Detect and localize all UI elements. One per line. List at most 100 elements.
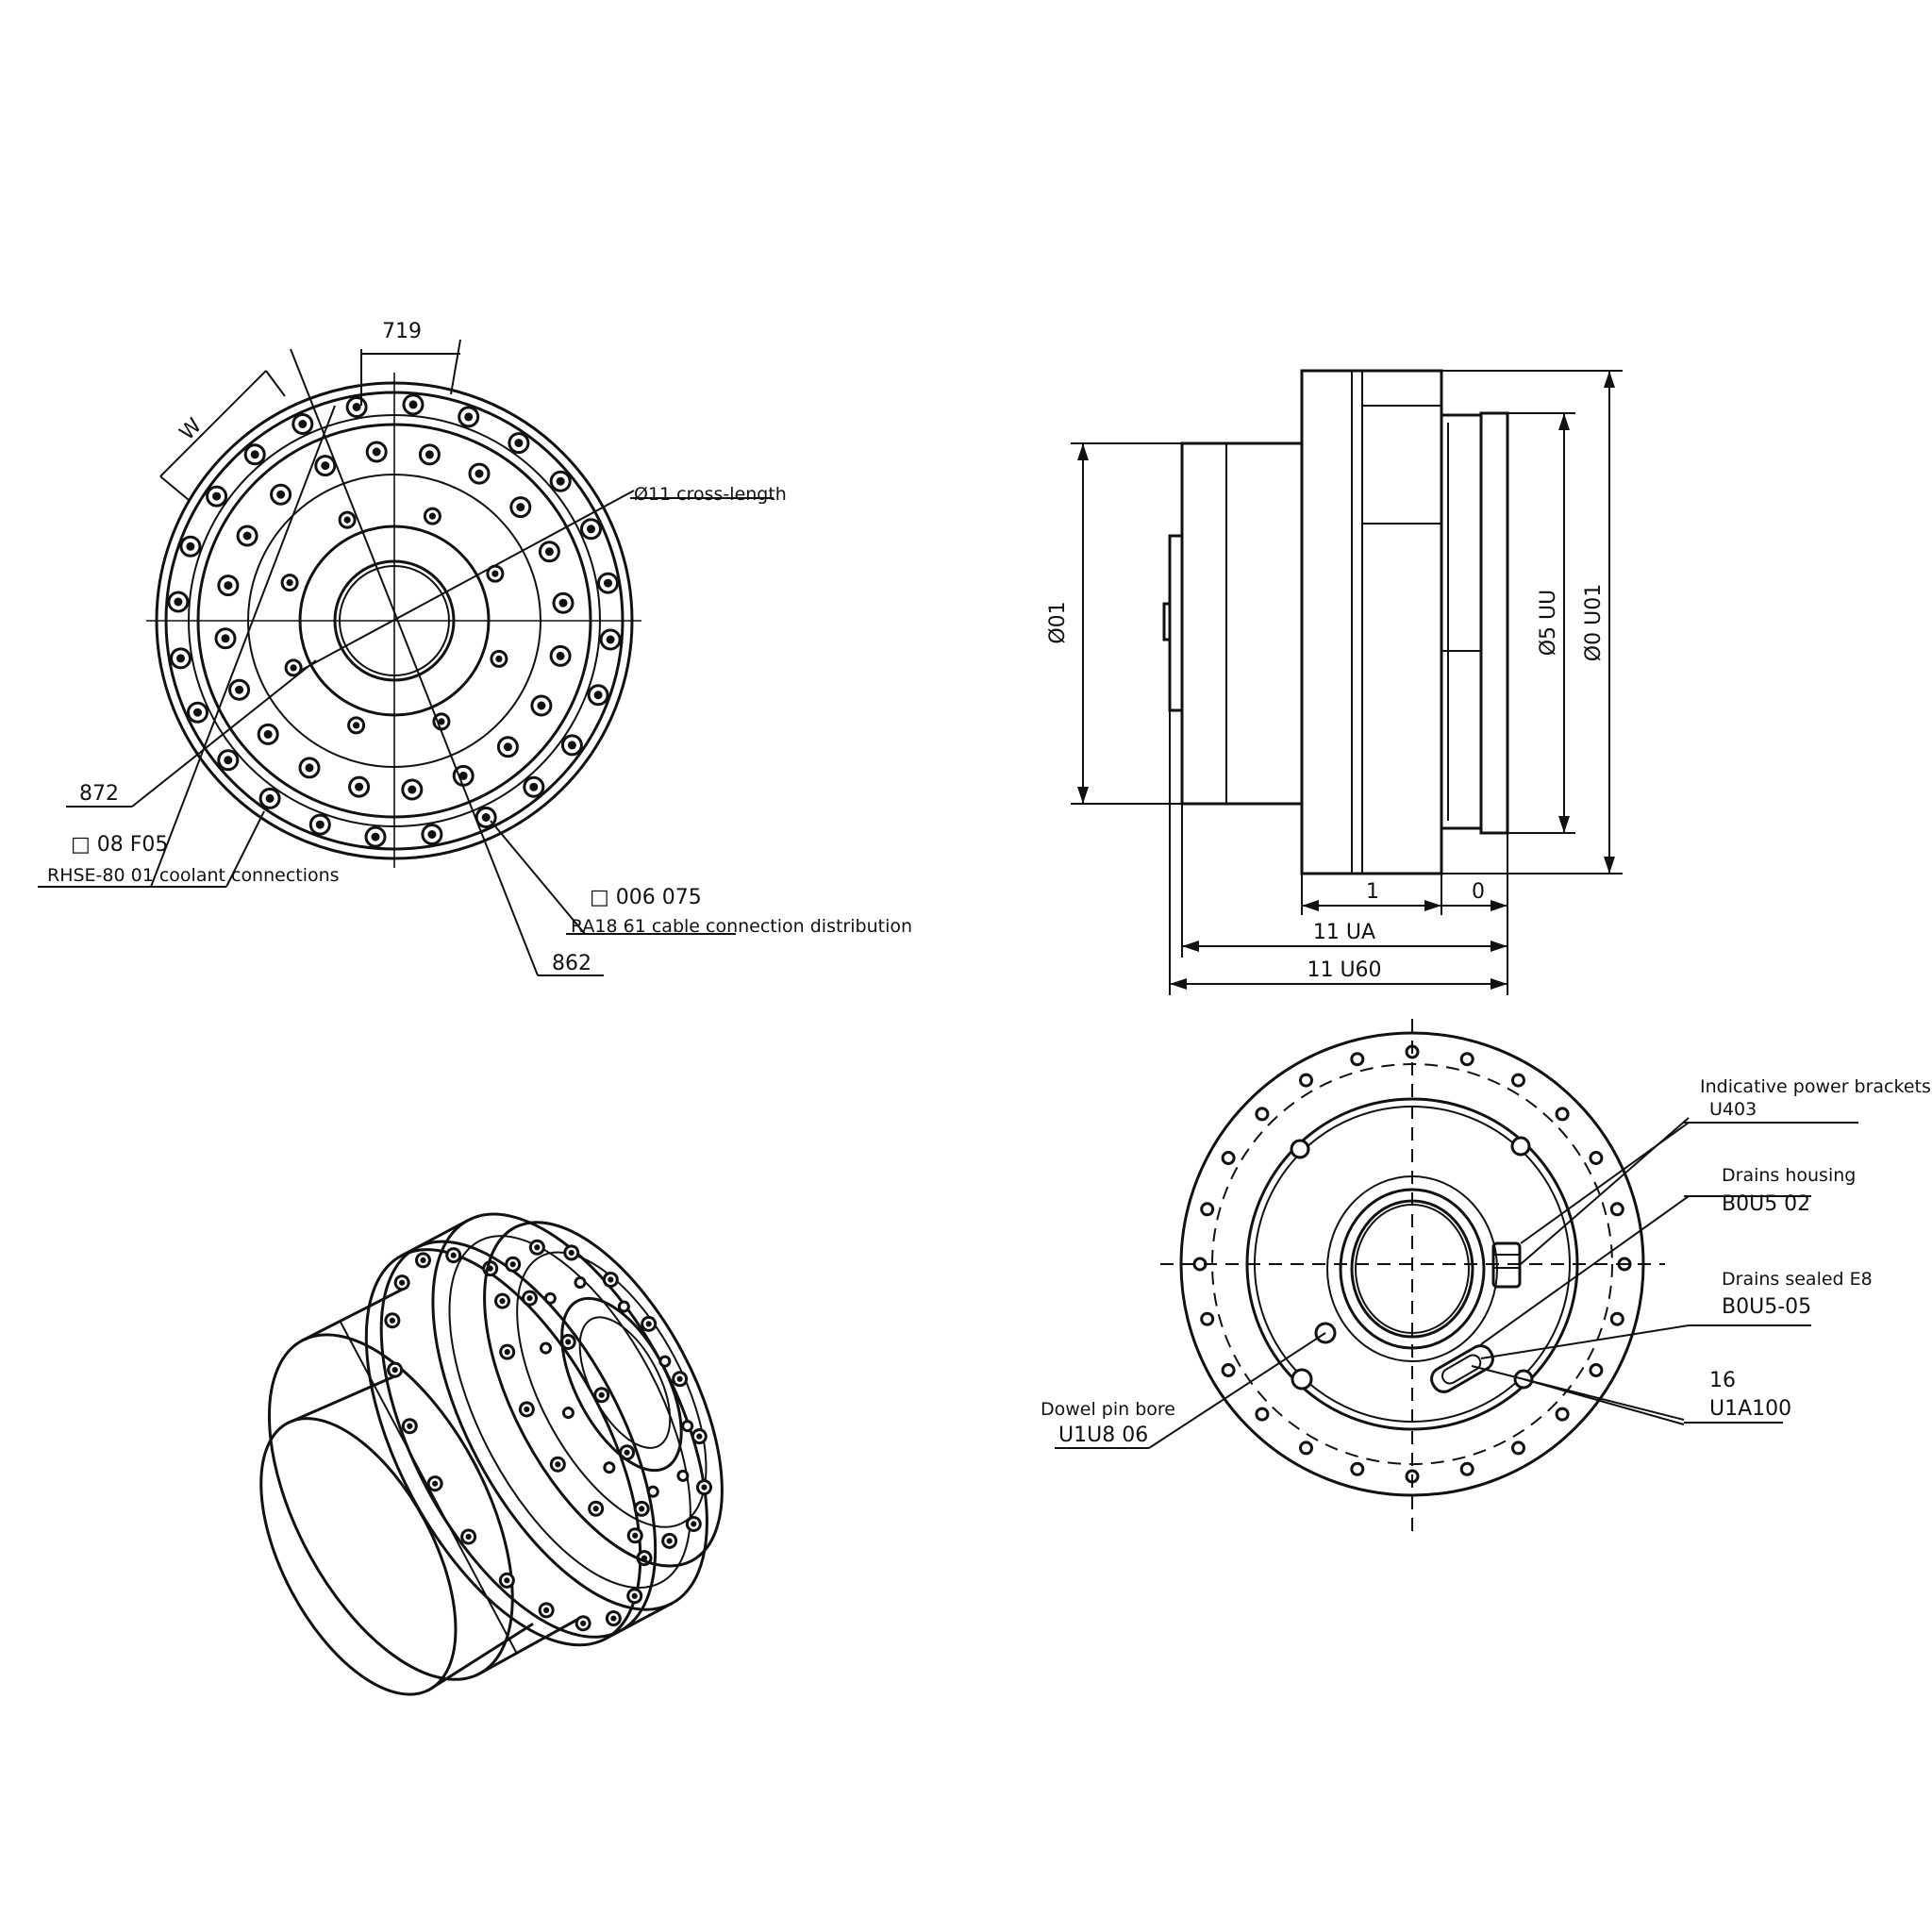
iso-hub-bolt: [540, 1341, 553, 1355]
iso-flange-slots: [384, 1247, 653, 1632]
rear-bolt: [1555, 1107, 1570, 1122]
front-dim-top: 719: [360, 320, 461, 406]
iso-flange-slot-center: [450, 1252, 457, 1258]
front-outer-bolt-center: [567, 741, 576, 750]
rear-callout3-title: Drains sealed E8: [1722, 1269, 1873, 1290]
front-hub-bolt-center: [491, 570, 499, 577]
iso-flange-slot-center: [639, 1506, 645, 1512]
front-hub-bolt-center: [286, 579, 293, 587]
iso-flange-slot-center: [407, 1423, 413, 1429]
iso-hub-bolt: [574, 1276, 587, 1290]
rear-bolt: [1511, 1073, 1525, 1088]
iso-face-bolt-center: [701, 1484, 708, 1491]
iso-flange-slot-center: [420, 1257, 426, 1264]
front-inner-bolt-center: [321, 461, 330, 471]
front-outer-bolt-center: [604, 578, 612, 588]
front-leaders: [38, 348, 774, 976]
front-label-tol1: □ 08 F05: [71, 833, 168, 857]
iso-face-bolt-center: [645, 1321, 652, 1327]
iso-flange-slot-center: [624, 1449, 630, 1456]
iso-face-bolt-center: [524, 1406, 530, 1413]
rear-bolt: [1609, 1202, 1624, 1217]
front-inner-bolt-center: [556, 651, 565, 660]
rear-bolt: [1511, 1441, 1525, 1456]
front-outer-bolt-center: [224, 756, 233, 765]
rear-callout5-title: Dowel pin bore: [1041, 1399, 1175, 1420]
front-outer-bolt-center: [174, 597, 183, 607]
rear-bolt: [1200, 1311, 1215, 1326]
iso-hub-bolt: [543, 1291, 557, 1305]
front-outer-bolt-center: [427, 830, 437, 839]
iso-face-bolt-center: [608, 1276, 614, 1283]
rear-leaders: [1055, 1117, 1858, 1449]
front-inner-bolt-center: [224, 581, 233, 591]
iso-hub-bolt: [617, 1300, 630, 1313]
iso-hub-bolt: [561, 1407, 575, 1420]
iso-hub-bolt: [658, 1355, 672, 1368]
front-outer-bolt-center: [408, 400, 418, 409]
rear-callout2-title: Drains housing: [1722, 1165, 1856, 1186]
front-hub-bolt-center: [343, 516, 351, 524]
rear-bolt: [1350, 1461, 1365, 1476]
front-outer-bolt-center: [556, 476, 565, 486]
front-inner-bolt-center: [276, 490, 286, 499]
front-label-bottom: 862: [552, 952, 591, 975]
iso-hub-bolt: [603, 1461, 616, 1474]
front-outer-bolt-center: [193, 708, 202, 717]
front-outer-bolt-center: [352, 403, 361, 411]
front-outer-bolt-center: [587, 525, 595, 534]
iso-face-bolt-center: [504, 1349, 510, 1356]
front-inner-bolt-center: [558, 598, 568, 608]
front-inner-bolt-center: [458, 771, 468, 780]
front-outer-bolt-center: [371, 832, 380, 841]
front-outer-bolt-center: [298, 420, 308, 428]
rear-bolt: [1459, 1052, 1474, 1067]
rear-fittings: [1290, 1136, 1534, 1393]
rear-callout2-code: B0U5 02: [1722, 1192, 1810, 1216]
front-inner-bolt-center: [305, 763, 314, 773]
front-inner-bolt-center: [242, 531, 252, 541]
front-outer-bolt-center: [315, 820, 325, 829]
front-hub-bolt-center: [353, 722, 360, 729]
iso-face-bolt-center: [666, 1538, 673, 1544]
front-label-spec1: RHSE-80 01 coolant connections: [47, 865, 340, 886]
iso-flange-slot-center: [580, 1620, 587, 1626]
rear-bolt: [1350, 1052, 1365, 1067]
rear-bolt-ring: [1192, 1044, 1632, 1484]
front-inner-bolt-center: [475, 469, 484, 478]
rear-callout4-code: U1A100: [1709, 1397, 1791, 1421]
iso-hub-bolt: [646, 1485, 659, 1498]
iso-flange-slot-center: [391, 1367, 398, 1374]
rear-bolt: [1299, 1073, 1313, 1088]
front-dim-diag-label: W: [175, 414, 207, 445]
front-inner-bolt-center: [235, 685, 244, 694]
rear-bolt: [1299, 1441, 1313, 1456]
rear-callout3-code: B0U5-05: [1722, 1295, 1811, 1319]
iso-face-bolt-center: [568, 1249, 575, 1257]
front-inner-bolt-center: [221, 634, 230, 643]
isometric-view: [259, 1212, 724, 1696]
front-inner-bolt-center: [408, 785, 417, 794]
front-outer-bolt-center: [250, 450, 259, 459]
front-label-bore: 872: [79, 782, 119, 806]
rear-bolt: [1589, 1151, 1604, 1165]
iso-flange-slot-center: [631, 1592, 638, 1599]
iso-face-bolt-center: [676, 1375, 683, 1382]
rear-bolt: [1221, 1363, 1236, 1377]
front-outer-bolt-center: [514, 439, 524, 448]
side-dim-right-inner: Ø5 UU: [1537, 590, 1560, 657]
front-inner-bolt-center: [355, 782, 364, 791]
iso-flange-slot-center: [432, 1480, 439, 1487]
iso-face-bolt-center: [499, 1298, 506, 1305]
front-label-hole: Ø11 cross-length: [634, 484, 787, 505]
iso-hub-bolt: [676, 1469, 690, 1482]
front-inner-bolt-center: [516, 503, 525, 512]
front-inner-bolt-center: [503, 742, 512, 752]
rear-bolt: [1221, 1151, 1236, 1165]
front-inner-bolt-center: [372, 447, 381, 457]
side-dim-bottom-a: 1: [1366, 880, 1379, 904]
side-dim-total2: 11 U60: [1307, 958, 1381, 982]
iso-flange-slot-center: [389, 1317, 395, 1324]
